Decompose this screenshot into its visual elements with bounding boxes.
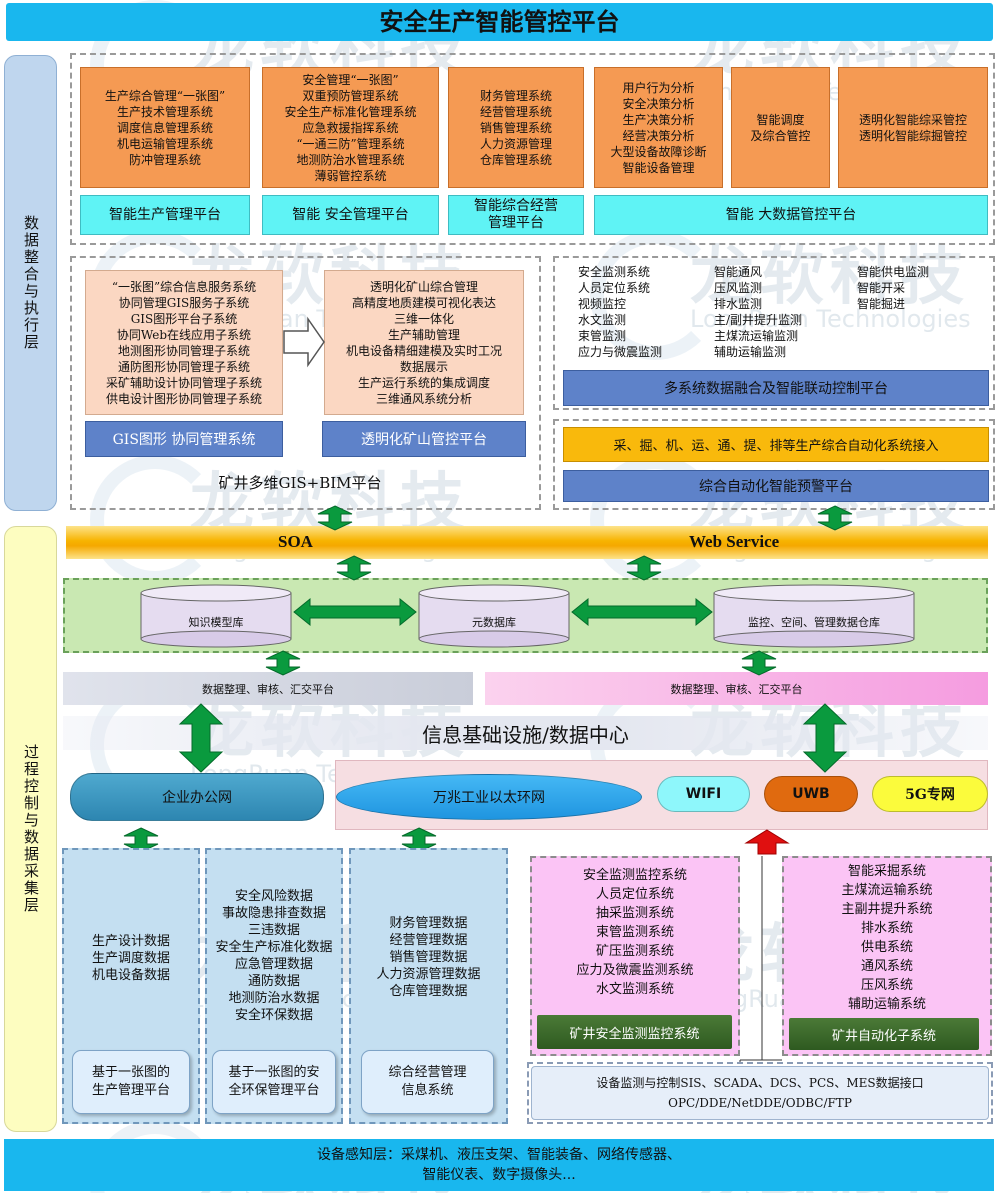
automation-access-bar: 采、掘、机、运、通、提、排等生产综合自动化系统接入: [563, 427, 989, 462]
gis-section: [70, 256, 541, 510]
management-section: [70, 53, 995, 245]
automation-subsystem-label: 矿井自动化子系统: [789, 1018, 979, 1050]
large-vertical-arrow-icon: [802, 703, 848, 773]
knowledge-db-label: 知识模型库: [188, 616, 244, 629]
automation-section: [553, 419, 995, 510]
safety-platform: 智能 安全管理平台: [262, 195, 439, 235]
office-network: 企业办公网: [70, 773, 324, 821]
dispatch-box: 智能调度 及综合管控: [731, 67, 830, 188]
safety-monitoring-list: 安全监测监控系统 人员定位系统 抽采监测系统 束管监测系统 矿压监测系统 应力及…: [576, 868, 694, 997]
bigdata-platform: 智能 大数据管控平台: [594, 195, 988, 235]
vertical-double-arrow-icon: [626, 555, 662, 581]
double-arrow-icon: [293, 597, 417, 627]
vertical-double-arrow-icon: [741, 650, 777, 676]
monitoring-column-2: 智能通风 压风监测 排水监测 主/副井提升监测 主煤流运输监测 辅助运输监测: [714, 265, 803, 359]
production-systems-box: 生产综合管理“一张图” 生产技术管理系统 调度信息管理系统 机电运输管理系统 防…: [80, 67, 250, 188]
warehouse-db-label: 监控、空间、管理数据仓库: [748, 616, 880, 629]
gis-collaboration-bar: GIS图形 协同管理系统: [85, 421, 283, 457]
sensing-layer: 设备感知层：采煤机、液压支架、智能装备、网络传感器、 智能仪表、数字摄像头...: [4, 1139, 994, 1191]
safety-monitoring-label: 矿井安全监测监控系统: [537, 1015, 732, 1049]
layer-label-bottom: 过程控制与数据采集层: [4, 526, 57, 1132]
business-platform: 智能综合经营 管理平台: [448, 195, 584, 235]
analysis-systems-box: 用户行为分析 安全决策分析 生产决策分析 经营决策分析 大型设备故障诊断 智能设…: [594, 67, 723, 188]
fusion-platform-bar: 多系统数据融合及智能联动控制平台: [563, 370, 989, 406]
large-vertical-arrow-icon: [178, 703, 224, 773]
vertical-double-arrow-icon: [336, 555, 372, 581]
uwb-network: UWB: [764, 776, 858, 812]
transparent-mining-box: 透明化智能综采管控 透明化智能综掘管控: [838, 67, 988, 188]
webservice-label: Web Service: [689, 532, 780, 551]
metadata-db-label: 元数据库: [472, 616, 516, 629]
metadata-db-icon: [418, 584, 570, 648]
data-audit-strip-left: 数据整理、审核、汇交平台: [63, 672, 473, 705]
right-arrow-icon: [283, 316, 325, 368]
data-audit-strip-right: 数据整理、审核、汇交平台: [485, 672, 988, 705]
warehouse-db-icon: [713, 584, 915, 648]
transparent-mine-list: 透明化矿山综合管理 高精度地质建模可视化表达 三维一体化 生产辅助管理 机电设备…: [324, 270, 524, 415]
monitoring-column-1: 安全监测系统 人员定位系统 视频监控 水文监测 束管监测 应力与微震监测: [578, 265, 663, 359]
interface-section: [527, 1062, 993, 1124]
double-arrow-icon: [571, 597, 713, 627]
vertical-double-arrow-icon: [317, 505, 353, 531]
automation-subsystem-list: 智能采掘系统 主煤流运输系统 主副井提升系统 排水系统 供电系统 通风系统 压风…: [841, 864, 933, 1012]
business-system-button: 综合经营管理 信息系统: [361, 1050, 494, 1114]
safety-data-list: 安全风险数据 事故隐患排查数据 三违数据 安全生产标准化数据 应急管理数据 通防…: [215, 889, 333, 1023]
interface-text: 设备监测与控制SIS、SCADA、DCS、PCS、MES数据接口 OPC/DDE…: [531, 1066, 989, 1120]
production-data-list: 生产设计数据 生产调度数据 机电设备数据: [91, 934, 170, 983]
gis-bim-footer: 矿井多维GIS+BIM平台: [218, 474, 382, 492]
safety-platform-button: 基于一张图的安 全环保管理平台: [212, 1050, 336, 1114]
transparent-mine-bar: 透明化矿山管控平台: [322, 421, 526, 457]
production-platform-button: 基于一张图的 生产管理平台: [72, 1050, 190, 1114]
soa-label: SOA: [278, 532, 313, 551]
page-title: 安全生产智能管控平台: [6, 3, 993, 41]
layer-label-top: 数据整合与执行层: [4, 55, 57, 511]
soa-bar: SOA Web Service: [66, 526, 988, 559]
ethernet-network: 万兆工业以太环网: [336, 774, 642, 820]
vertical-double-arrow-icon: [817, 505, 853, 531]
gis-systems-list: “一张图”综合信息服务系统 协同管理GIS服务子系统 GIS图形平台子系统 协同…: [85, 270, 283, 415]
red-up-arrow-icon: [744, 829, 790, 855]
5g-network: 5G专网: [872, 776, 988, 812]
business-data-list: 财务管理数据 经营管理数据 销售管理数据 人力资源管理数据 仓库管理数据: [376, 916, 481, 999]
knowledge-db-icon: [140, 584, 292, 648]
monitoring-column-3: 智能供电监测 智能开采 智能掘进: [857, 265, 930, 311]
wifi-network: WIFI: [657, 776, 750, 812]
monitoring-section: [553, 256, 995, 410]
automation-warning-bar: 综合自动化智能预警平台: [563, 470, 989, 502]
production-platform: 智能生产管理平台: [80, 195, 250, 235]
finance-systems-box: 财务管理系统 经营管理系统 销售管理系统 人力资源管理 仓库管理系统: [448, 67, 584, 188]
safety-systems-box: 安全管理“一张图” 双重预防管理系统 安全生产标准化管理系统 应急救援指挥系统 …: [262, 67, 439, 188]
vertical-double-arrow-icon: [265, 650, 301, 676]
